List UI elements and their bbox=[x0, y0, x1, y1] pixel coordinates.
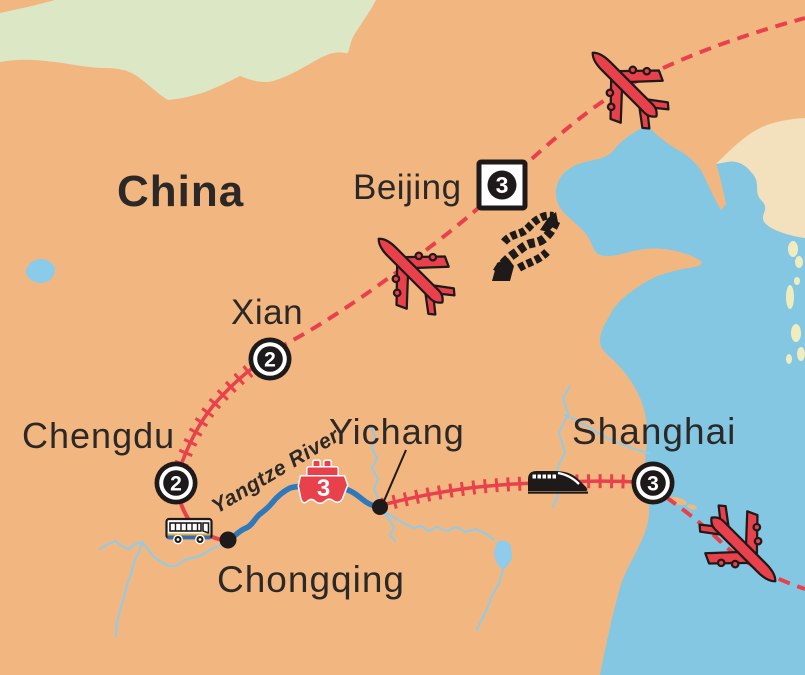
land-neighbor-east bbox=[716, 118, 805, 238]
route-rail-chengdu-xian bbox=[179, 363, 258, 466]
sea-yellow-east-china bbox=[555, 125, 805, 675]
svg-text:3: 3 bbox=[647, 473, 659, 496]
lake-poyang bbox=[494, 540, 513, 570]
country-label-china: China bbox=[117, 167, 244, 216]
route-rail-yichang-shanghai bbox=[381, 479, 637, 507]
yangtze-river bbox=[225, 483, 383, 544]
city-label-beijing: Beijing bbox=[353, 168, 462, 207]
svg-text:2: 2 bbox=[264, 349, 276, 372]
city-dot-chongqing bbox=[219, 531, 237, 549]
yichang-pointer-line bbox=[383, 449, 407, 502]
city-label-chengdu: Chengdu bbox=[22, 415, 175, 456]
train-icon bbox=[528, 471, 588, 494]
shanghai-nights-badge: 3 bbox=[631, 461, 675, 505]
land-neighbor-north bbox=[0, 0, 376, 100]
city-label-yichang: Yichang bbox=[329, 411, 465, 452]
city-label-xian: Xian bbox=[231, 293, 303, 332]
svg-text:2: 2 bbox=[170, 473, 182, 496]
beijing-nights-badge: 3 bbox=[476, 159, 528, 211]
cruise-nights-badge: 3 bbox=[317, 475, 330, 502]
svg-text:3: 3 bbox=[496, 172, 509, 198]
bus-icon bbox=[165, 517, 213, 545]
great-wall-icon bbox=[492, 211, 561, 281]
city-label-chongqing: Chongqing bbox=[217, 559, 405, 600]
ship-icon: 3 bbox=[297, 459, 349, 504]
chengdu-nights-badge: 2 bbox=[154, 461, 198, 505]
lake-qinghai bbox=[25, 258, 55, 284]
city-dot-yichang bbox=[372, 499, 388, 515]
route-flight-shanghai-southeast bbox=[664, 495, 805, 591]
city-label-shanghai: Shanghai bbox=[572, 411, 736, 452]
xian-nights-badge: 2 bbox=[248, 337, 292, 381]
offshore-islands bbox=[786, 241, 805, 364]
